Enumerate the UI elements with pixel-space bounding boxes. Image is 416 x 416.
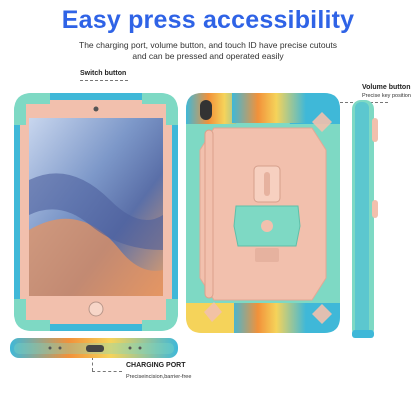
volume-button-desc: Precise key position: [362, 93, 411, 99]
charging-callout-line: [92, 371, 122, 372]
front-view-case: [14, 93, 178, 331]
subtitle-line-2: and can be pressed and operated easily: [132, 51, 284, 61]
charging-port-desc: Preciseincision,barrier-free: [126, 374, 192, 380]
back-view-case: [186, 93, 340, 333]
subtitle-line-1: The charging port, volume button, and to…: [79, 40, 337, 50]
charging-callout-vline: [92, 357, 93, 371]
page-title: Easy press accessibility: [61, 6, 355, 34]
switch-callout-line: [80, 80, 128, 81]
side-view-case: [352, 100, 378, 338]
switch-button-label: Switch button: [80, 70, 127, 77]
volume-button-label: Volume button: [362, 84, 411, 91]
charging-port-label: CHARGING PORT: [126, 362, 186, 369]
bottom-view-case: [10, 338, 178, 358]
